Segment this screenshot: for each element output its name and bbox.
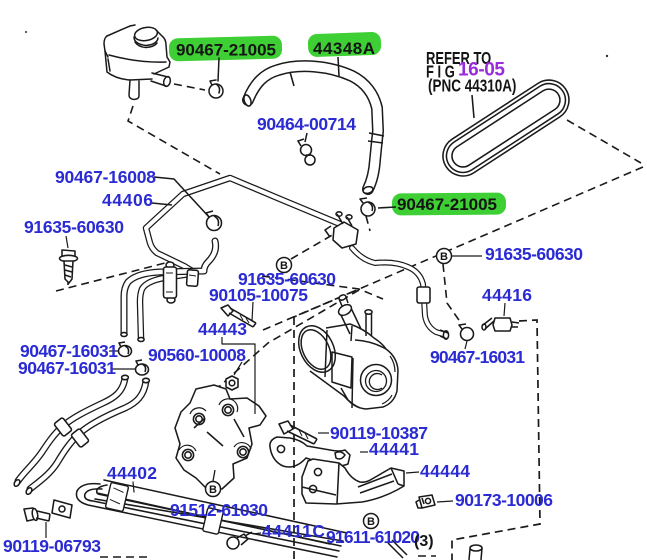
svg-text:44444: 44444	[420, 461, 470, 481]
svg-text:90119-06793: 90119-06793	[3, 536, 101, 556]
svg-text:90105-10075: 90105-10075	[209, 285, 308, 305]
svg-text:44402: 44402	[107, 463, 157, 483]
svg-text:16-05: 16-05	[458, 60, 505, 81]
svg-text:44406: 44406	[102, 190, 153, 210]
svg-text:(PNC 44310A): (PNC 44310A)	[428, 77, 516, 96]
svg-text:90467-16031: 90467-16031	[430, 347, 525, 367]
svg-text:91635-60630: 91635-60630	[485, 244, 583, 264]
svg-text:90467-21005: 90467-21005	[176, 41, 276, 60]
svg-text:44411C: 44411C	[262, 521, 325, 541]
svg-text:B: B	[280, 260, 288, 272]
svg-text:44441: 44441	[369, 439, 419, 459]
svg-text:44443: 44443	[198, 319, 247, 339]
svg-text:91512-61030: 91512-61030	[170, 500, 268, 520]
svg-text:91635-60630: 91635-60630	[24, 217, 124, 237]
svg-text:44348A: 44348A	[313, 39, 375, 58]
svg-text:90560-10008: 90560-10008	[148, 345, 246, 365]
svg-text:44416: 44416	[482, 285, 532, 305]
svg-text:90467-16031: 90467-16031	[20, 341, 118, 361]
svg-text:90464-00714: 90464-00714	[257, 114, 356, 134]
svg-text:(3): (3)	[414, 533, 434, 550]
svg-text:B: B	[440, 251, 448, 263]
svg-text:B: B	[209, 484, 217, 496]
svg-text:FIG: FIG	[426, 63, 458, 83]
svg-text:90467-16008: 90467-16008	[55, 167, 156, 187]
svg-text:90119-10387: 90119-10387	[330, 423, 428, 443]
svg-text:REFER TO: REFER TO	[426, 49, 491, 69]
svg-text:90173-10006: 90173-10006	[455, 490, 553, 510]
svg-text:90467-16031: 90467-16031	[18, 358, 116, 378]
svg-text:90467-21005: 90467-21005	[397, 195, 497, 214]
svg-text:91635-60630: 91635-60630	[238, 269, 336, 289]
svg-text:91611-61020: 91611-61020	[326, 527, 420, 547]
svg-text:B: B	[367, 516, 375, 528]
